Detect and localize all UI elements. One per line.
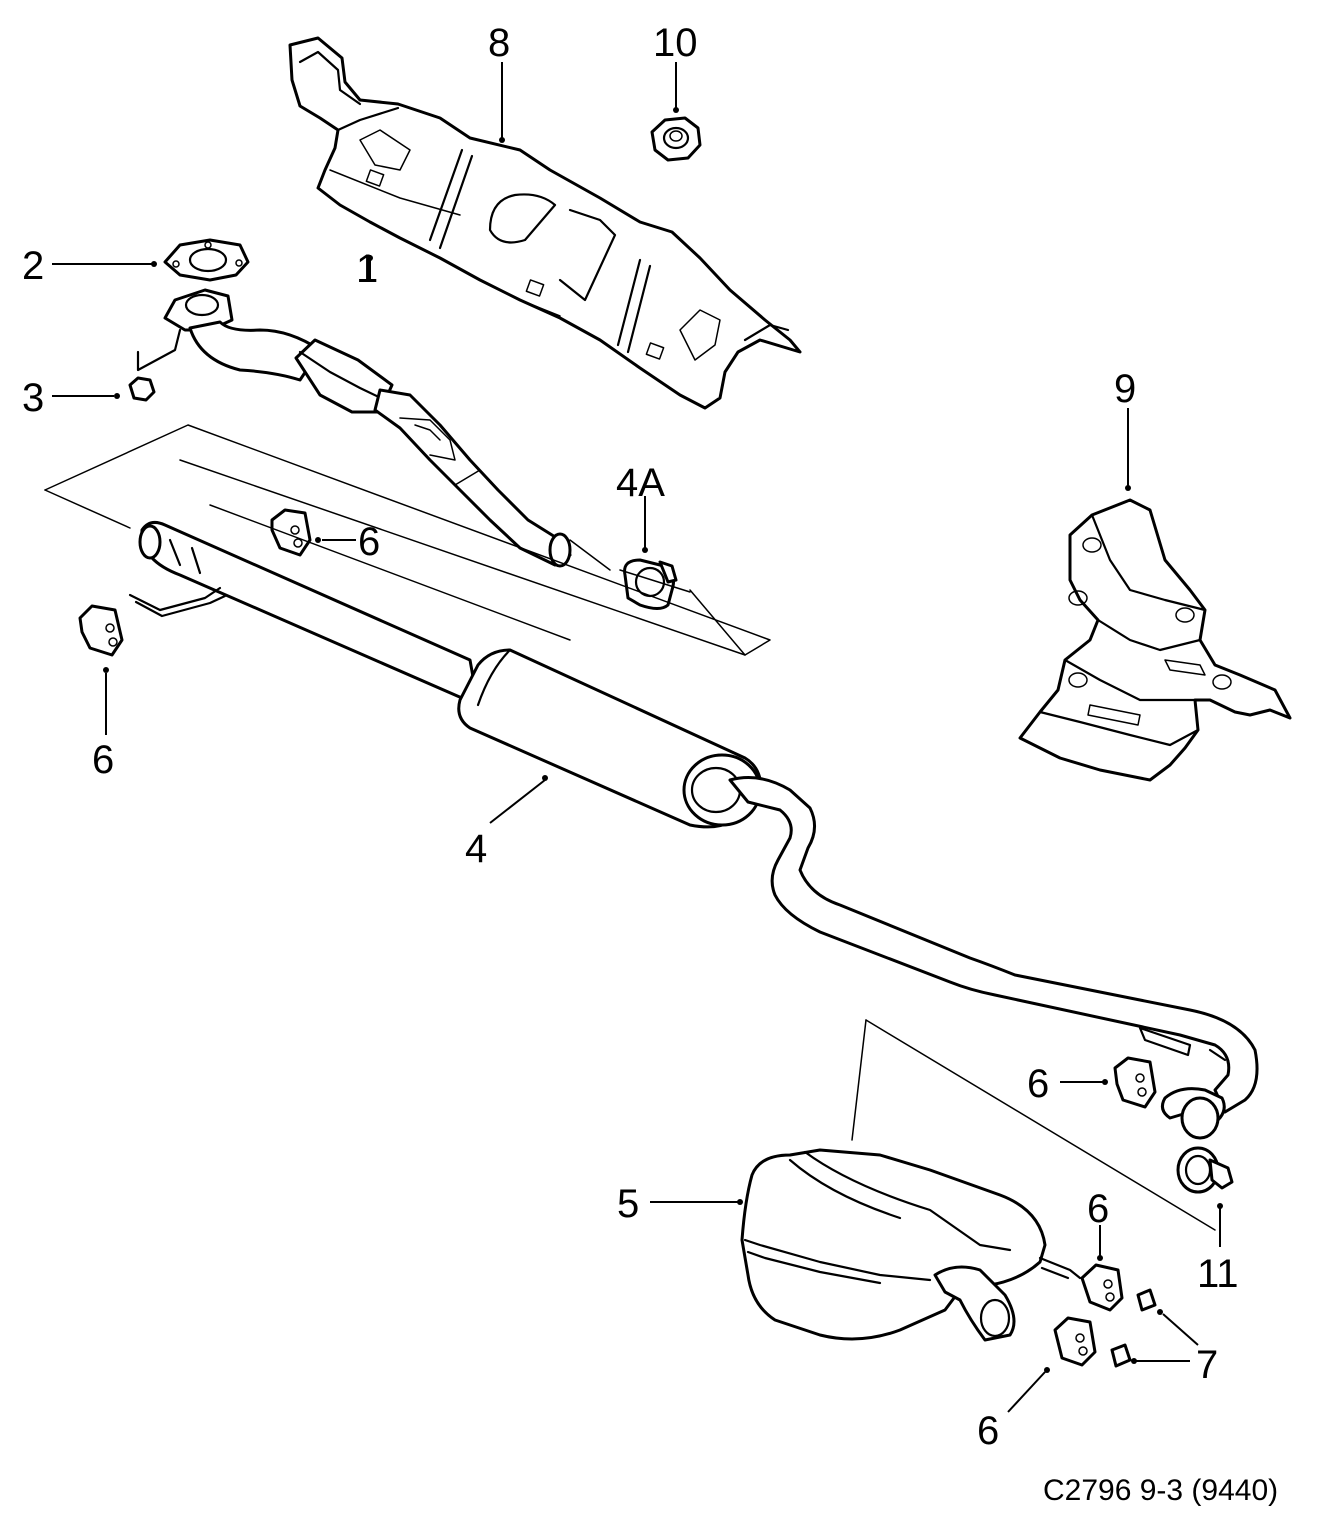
figure-reference: C2796 9-3 (9440) [1043,1474,1278,1507]
rear-heat-shield-part-9 [1018,498,1292,782]
callout-2: 2 [22,244,44,288]
bracket-part-7b [1110,1343,1132,1368]
hanger-rubber-b [78,604,124,657]
gasket-part-2 [163,238,250,282]
callout-6-right: 6 [1027,1062,1049,1106]
hanger-rubber-d [1080,1263,1124,1312]
exploded-view-lines [44,424,1216,1231]
callout-3: 3 [22,376,44,420]
callout-1: 1 [356,247,378,291]
callout-6-lower: 6 [1087,1187,1109,1231]
front-pipe-catalytic-converter-part-1 [136,288,572,568]
clamp-part-11 [1176,1146,1234,1194]
flange-nut-part-10 [650,116,702,162]
bracket-part-7a [1136,1288,1157,1312]
callout-6-left: 6 [92,738,114,782]
hanger-rubber-c [1113,1056,1157,1109]
hanger-rubber-e [1053,1316,1097,1367]
heat-shield-part-8 [288,36,802,410]
rear-muffler-part-5 [740,1148,1082,1342]
nut-part-3 [128,376,156,402]
callout-4a: 4A [616,461,665,505]
callout-5: 5 [617,1182,639,1226]
callout-7: 7 [1196,1343,1218,1387]
callout-6-bottom: 6 [977,1409,999,1453]
callout-labels: 1 2 3 4 4A 5 6 6 6 6 6 7 8 9 10 11 [22,21,1239,1453]
clamp-part-4a [619,558,691,610]
callout-leaders [52,62,1223,1413]
callout-11: 11 [1197,1252,1239,1296]
hanger-rubber-a [270,508,312,557]
callout-8: 8 [488,21,510,65]
intermediate-pipe-part-4 [128,520,1259,1140]
callout-6-upper: 6 [358,520,380,564]
callout-10: 10 [653,21,698,65]
callout-9: 9 [1114,367,1136,411]
callout-4: 4 [465,827,487,871]
